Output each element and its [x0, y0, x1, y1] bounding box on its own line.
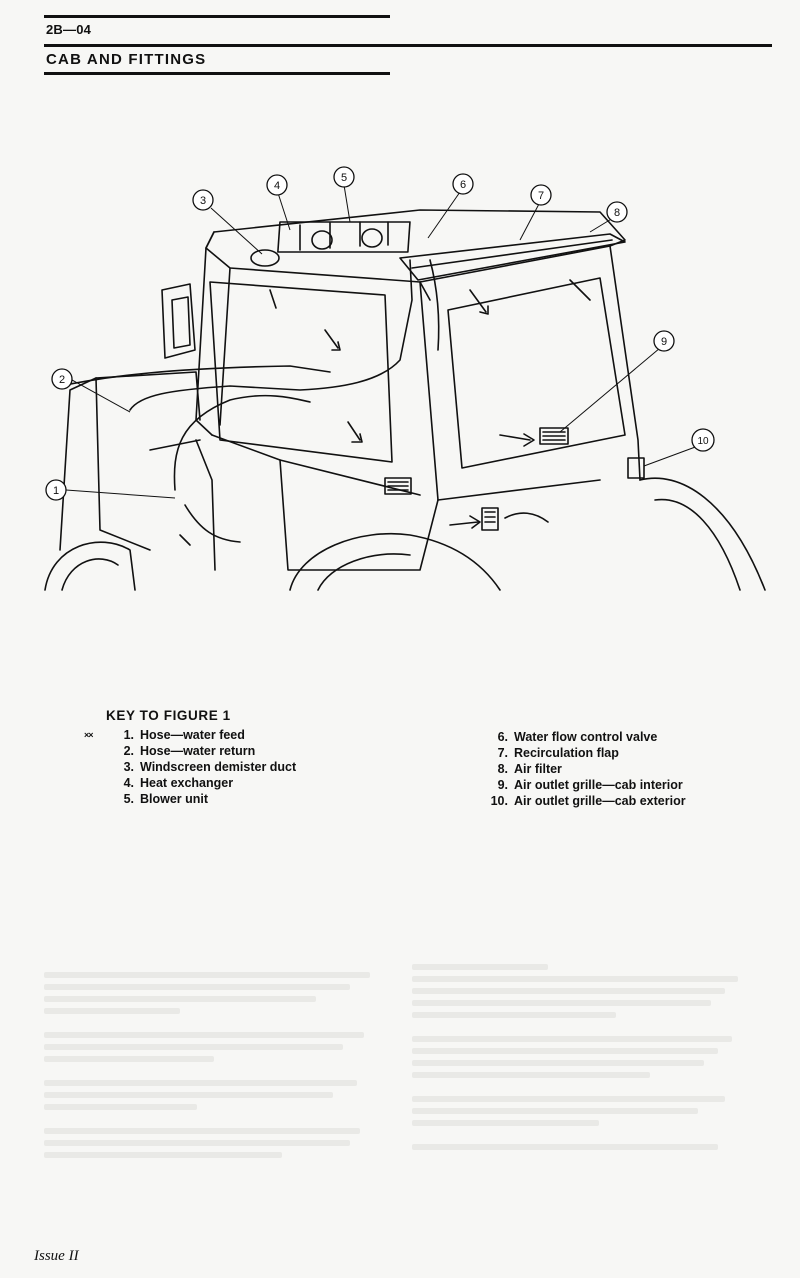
- page-title: CAB AND FITTINGS: [46, 51, 207, 68]
- svg-text:8: 8: [614, 207, 620, 219]
- key-item: 5.Blower unit: [123, 792, 209, 806]
- svg-text:1: 1: [53, 485, 59, 497]
- key-item: 3.Windscreen demister duct: [123, 760, 297, 774]
- key-item: 8.Air filter: [497, 762, 562, 776]
- key-item: 2.Hose—water return: [123, 744, 256, 758]
- key-title: KEY TO FIGURE 1: [106, 708, 231, 723]
- svg-text:5: 5: [341, 172, 347, 184]
- key-item: 6.Water flow control valve: [497, 730, 658, 744]
- callout-3: 3: [192, 189, 214, 211]
- key-item: 4.Heat exchanger: [123, 776, 234, 790]
- callout-2: 2: [51, 368, 73, 390]
- svg-text:10: 10: [697, 436, 709, 447]
- section-code: 2B—04: [46, 22, 92, 37]
- key-list-left: ××1.Hose—water feed 2.Hose—water return …: [84, 727, 296, 807]
- callout-1: 1: [45, 479, 67, 501]
- issue-label: Issue II: [34, 1248, 79, 1264]
- key-item: ××1.Hose—water feed: [84, 728, 245, 742]
- callout-9: 9: [653, 330, 675, 352]
- show-through-left: [44, 966, 384, 1226]
- svg-text:2: 2: [59, 374, 65, 386]
- svg-text:4: 4: [274, 180, 280, 192]
- svg-text:6: 6: [460, 179, 466, 191]
- key-list-right: 6.Water flow control valve 7.Recirculati…: [486, 729, 686, 809]
- svg-text:9: 9: [661, 336, 667, 348]
- key-item: 9.Air outlet grille—cab interior: [497, 778, 683, 792]
- callout-4: 4: [266, 174, 288, 196]
- header-full-rule: [44, 44, 772, 47]
- svg-text:7: 7: [538, 190, 544, 202]
- callout-7: 7: [530, 184, 552, 206]
- svg-text:3: 3: [200, 195, 206, 207]
- show-through-right: [412, 958, 752, 1228]
- key-item: 7.Recirculation flap: [497, 746, 619, 760]
- callout-10: 10: [691, 428, 715, 452]
- callout-8: 8: [606, 201, 628, 223]
- callout-6: 6: [452, 173, 474, 195]
- header-top-rule: [44, 15, 390, 18]
- header-bottom-rule: [44, 72, 390, 75]
- key-marker: ××: [84, 730, 94, 740]
- key-item: 10.Air outlet grille—cab exterior: [490, 794, 686, 808]
- callout-5: 5: [333, 166, 355, 188]
- cab-heater-diagram: 1 2 3 4 5 6 7 8 9 10: [44, 166, 766, 591]
